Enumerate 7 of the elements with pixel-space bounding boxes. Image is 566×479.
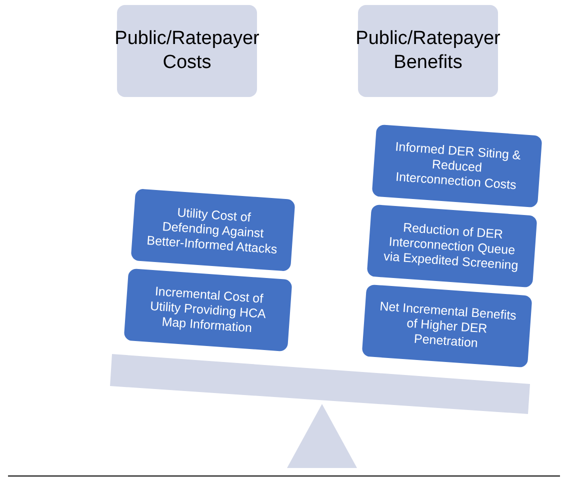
cost-box: Incremental Cost of Utility Providing HCA Map Information [122, 266, 294, 354]
benefit-box: Informed DER Siting & Reduced Interconnection Costs [370, 122, 544, 210]
benefit-box: Net Incremental Benefits of Higher DER Penetration [360, 282, 534, 370]
header-box: Public/Ratepayer Costs [117, 5, 257, 97]
benefit-box: Reduction of DER Interconnection Queue via Expedited Screening [364, 202, 540, 290]
header-box: Public/Ratepayer Benefits [358, 5, 498, 97]
cost-box: Utility Cost of Defending Against Better-Informed Attacks [128, 186, 298, 274]
